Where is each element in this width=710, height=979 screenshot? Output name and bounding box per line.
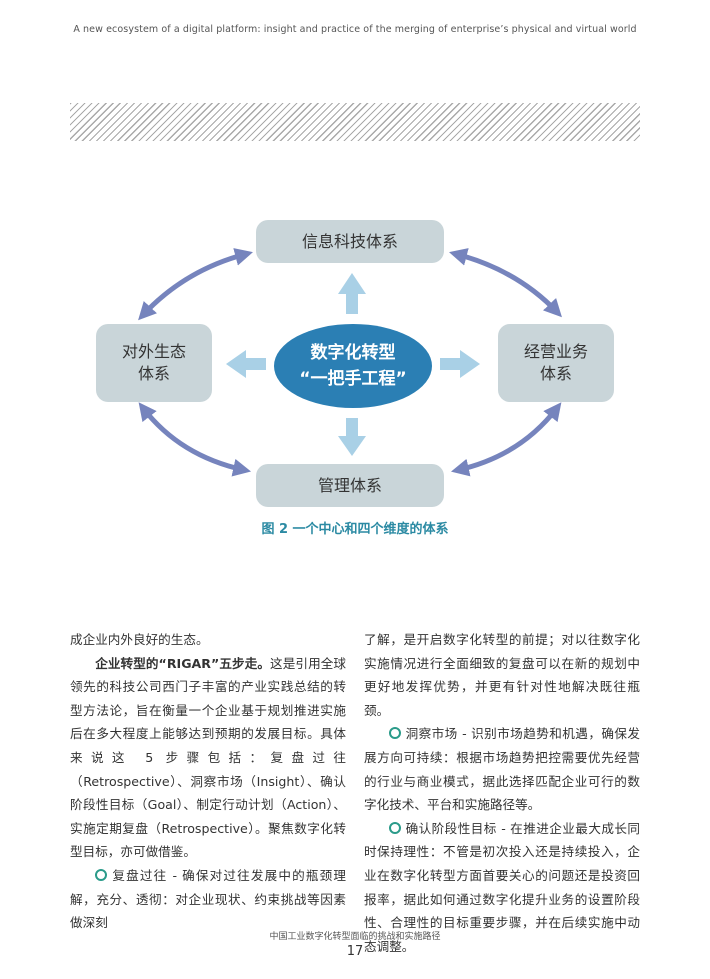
box-business-operations: 经营业务 体系 [498,324,614,402]
right-paragraph-1: 了解，是开启数字化转型的前提；对以往数字化实施情况进行全面细致的复盘可以在新的规… [364,632,640,718]
curved-arrow-bottom-right [450,402,562,477]
figure-diagram: 信息科技体系 对外生态 体系 经营业务 体系 管理体系 数字化转型 “一把手工程… [0,200,710,520]
circle-bullet-icon [95,868,108,881]
right-column: 了解，是开启数字化转型的前提；对以往数字化实施情况进行全面细致的复盘可以在新的规… [364,628,640,958]
box-info-tech-label: 信息科技体系 [301,231,398,251]
running-header: A new ecosystem of a digital platform: i… [73,24,637,35]
left-paragraph-1: 成企业内外良好的生态。 [70,632,209,647]
right-paragraph-2: 洞察市场 - 识别市场趋势和机遇，确保发展方向可持续：根据市场趋势把控需要优先经… [364,722,640,816]
rigar-heading: 企业转型的“RIGAR”五步走。 [95,655,271,671]
arrow-left [226,350,266,378]
bullet-retrospective-text: 复盘过往 - 确保对过往发展中的瓶颈理解，充分、透彻：对企业现状、约束挑战等因素… [70,867,346,931]
diagram-arrows [138,248,562,477]
curved-arrow-top-right [449,248,562,318]
hatched-banner [70,103,640,141]
left-column: 成企业内外良好的生态。 企业转型的“RIGAR”五步走。这是引用全球领先的科技公… [70,628,346,935]
circle-bullet-icon [389,727,402,740]
arrow-down [338,418,366,456]
arrow-up [338,273,366,314]
box-management: 管理体系 [256,464,444,507]
center-line1: 数字化转型 [310,343,396,363]
curved-arrow-top-left [138,248,253,321]
bullet-goal-text: 确认阶段性目标 - 在推进企业最大成长同时保持理性：不管是初次投入还是持续投入，… [364,820,640,954]
bullet-insight-text: 洞察市场 - 识别市场趋势和机遇，确保发展方向可持续：根据市场趋势把控需要优先经… [364,726,640,813]
box-external-line1: 对外生态 [121,342,186,361]
figure-caption: 图 2 一个中心和四个维度的体系 [261,522,449,537]
box-external-line2: 体系 [137,364,170,383]
page-number: 17 [346,944,364,959]
box-business-line2: 体系 [539,364,572,383]
box-external-ecosystem: 对外生态 体系 [96,324,212,402]
circle-bullet-icon [389,821,402,834]
box-business-line1: 经营业务 [523,342,588,361]
arrow-right [440,350,480,378]
box-management-label: 管理体系 [317,475,382,495]
center-line2: “一把手工程” [299,369,407,389]
rigar-body: 这是引用全球领先的科技公司西门子丰富的产业实践总结的转型方法论，旨在衡量一个企业… [70,655,347,860]
box-info-tech: 信息科技体系 [256,220,444,263]
footer-book-title: 中国工业数字化转型面临的挑战和实施路径 [269,932,441,942]
center-ellipse: 数字化转型 “一把手工程” [274,324,432,408]
right-paragraph-3: 确认阶段性目标 - 在推进企业最大成长同时保持理性：不管是初次投入还是持续投入，… [364,817,640,959]
left-paragraph-2: 企业转型的“RIGAR”五步走。这是引用全球领先的科技公司西门子丰富的产业实践总… [70,652,346,864]
left-paragraph-3: 复盘过往 - 确保对过往发展中的瓶颈理解，充分、透彻：对企业现状、约束挑战等因素… [70,864,346,935]
curved-arrow-bottom-left [138,402,252,477]
